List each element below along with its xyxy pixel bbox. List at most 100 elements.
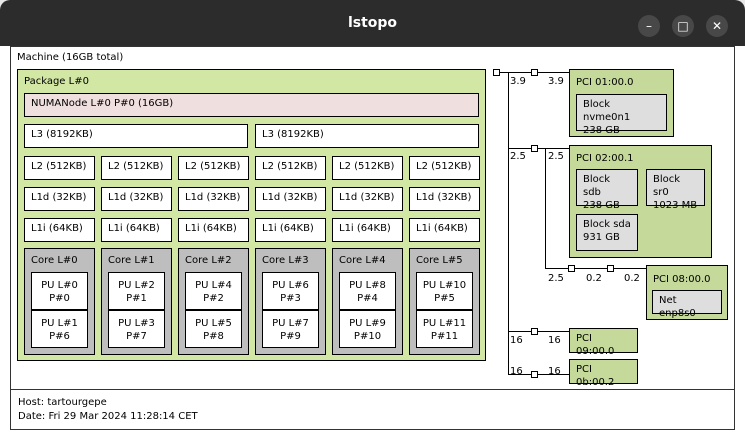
footer-divider (10, 389, 735, 390)
l2-cache-label: L2 (512KB) (108, 161, 164, 172)
pu-physical: P#4 (357, 293, 378, 304)
device-size: 1023 MB (653, 200, 698, 211)
pci-device: PCI 0b:00.2 (569, 359, 638, 388)
l1d-cache: L1d (32KB) (101, 187, 172, 211)
l1i-cache: L1i (64KB) (101, 218, 172, 242)
pu-logical: PU L#4 (195, 280, 232, 291)
pu-logical: PU L#2 (118, 280, 155, 291)
device-name: Block sr0 (653, 174, 681, 198)
pci-label: PCI 08:00.0 (653, 274, 711, 285)
link-speed-label: 2.5 (548, 151, 564, 162)
device-size: 238 GB (583, 125, 620, 136)
pu-logical: PU L#10 (422, 280, 467, 291)
link-speed-label: 3.9 (548, 76, 564, 87)
l1i-cache: L1i (64KB) (24, 218, 95, 242)
pci-label: PCI 01:00.0 (576, 77, 634, 88)
l3-cache-label: L3 (8192KB) (262, 129, 324, 140)
device-name: Net enp8s0 (659, 295, 696, 319)
l1i-cache-label: L1i (64KB) (262, 223, 314, 234)
l1d-cache-label: L1d (32KB) (108, 192, 164, 203)
close-button[interactable]: ✕ (706, 15, 728, 37)
core-label: Core L#2 (185, 255, 232, 266)
l1d-cache: L1d (32KB) (24, 187, 95, 211)
l1d-cache-label: L1d (32KB) (31, 192, 87, 203)
l1i-cache-label: L1i (64KB) (31, 223, 83, 234)
l1d-cache: L1d (32KB) (409, 187, 480, 211)
device-size: 931 GB (583, 232, 620, 243)
l1d-cache-label: L1d (32KB) (262, 192, 318, 203)
pu-physical: P#6 (49, 331, 70, 342)
core-label: Core L#4 (339, 255, 386, 266)
l1i-cache: L1i (64KB) (178, 218, 249, 242)
network-device: Net enp8s0 (652, 290, 722, 319)
pu-physical: P#1 (126, 293, 147, 304)
l3-cache-label: L3 (8192KB) (31, 129, 93, 140)
core-label: Core L#0 (31, 255, 78, 266)
l2-cache-label: L2 (512KB) (185, 161, 241, 172)
device-name: Block nvme0n1 (583, 99, 631, 123)
link-speed-label: 2.5 (548, 273, 564, 284)
pu-physical: P#3 (280, 293, 301, 304)
link-speed-label: 0.2 (624, 273, 640, 284)
pu-physical: P#11 (430, 331, 459, 342)
device-size: 238 GB (583, 200, 620, 211)
core-label: Core L#5 (416, 255, 463, 266)
date-label: Date: Fri 29 Mar 2024 11:28:14 CET (18, 411, 198, 422)
l2-cache-label: L2 (512KB) (416, 161, 472, 172)
l2-cache: L2 (512KB) (101, 156, 172, 180)
host-label: Host: tartourgepe (18, 397, 107, 408)
core-label: Core L#3 (262, 255, 309, 266)
l3-cache: L3 (8192KB) (24, 124, 248, 148)
pu-logical: PU L#1 (41, 318, 78, 329)
numa-node: NUMANode L#0 P#0 (16GB) (24, 93, 479, 117)
link-speed-label: 16 (548, 366, 561, 377)
device-name: Block sda (583, 219, 631, 230)
pu-logical: PU L#3 (118, 318, 155, 329)
close-icon: ✕ (711, 19, 723, 33)
l2-cache: L2 (512KB) (24, 156, 95, 180)
l1i-cache-label: L1i (64KB) (185, 223, 237, 234)
block-device: Block sdb 238 GB (576, 169, 638, 211)
link-speed-label: 0.2 (586, 273, 602, 284)
block-device: Block sda 931 GB (576, 214, 638, 251)
pu-logical: PU L#5 (195, 318, 232, 329)
link-speed-label: 16 (510, 366, 523, 377)
l1i-cache-label: L1i (64KB) (108, 223, 160, 234)
device-name: Block sdb (583, 174, 611, 198)
machine-label: Machine (16GB total) (17, 52, 124, 63)
l1i-cache: L1i (64KB) (332, 218, 403, 242)
l1i-cache-label: L1i (64KB) (339, 223, 391, 234)
pu-logical: PU L#8 (349, 280, 386, 291)
l1d-cache-label: L1d (32KB) (339, 192, 395, 203)
l1d-cache: L1d (32KB) (178, 187, 249, 211)
package: Package L#0 (17, 69, 486, 361)
l2-cache-label: L2 (512KB) (262, 161, 318, 172)
pu-physical: P#8 (203, 331, 224, 342)
link-speed-label: 2.5 (510, 151, 526, 162)
l1d-cache-label: L1d (32KB) (416, 192, 472, 203)
numa-node-label: NUMANode L#0 P#0 (16GB) (31, 98, 174, 109)
package-label: Package L#0 (24, 76, 89, 87)
pu-physical: P#9 (280, 331, 301, 342)
minimize-button[interactable]: – (638, 15, 660, 37)
window-title: lstopo (347, 15, 398, 31)
pci-device: PCI 09:00.0 (569, 328, 638, 357)
l2-cache: L2 (512KB) (178, 156, 249, 180)
l1i-cache-label: L1i (64KB) (416, 223, 468, 234)
link-speed-label: 16 (510, 335, 523, 346)
l1i-cache: L1i (64KB) (409, 218, 480, 242)
block-device: Block sr0 1023 MB (646, 169, 705, 211)
title-bar: lstopo – □ ✕ (0, 0, 745, 46)
maximize-button[interactable]: □ (672, 15, 694, 37)
l2-cache: L2 (512KB) (332, 156, 403, 180)
pu-physical: P#10 (353, 331, 382, 342)
